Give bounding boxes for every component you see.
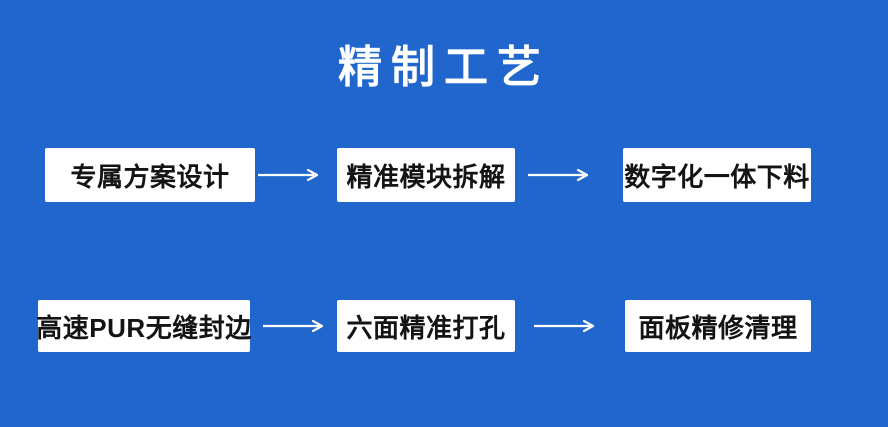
- flow-step-box-finishing: 面板精修清理: [625, 300, 811, 352]
- right-arrow-icon: [528, 169, 589, 181]
- right-arrow-icon: [534, 320, 595, 332]
- flow-step-label: 面板精修清理: [638, 312, 798, 343]
- flow-step-box-edgebanding: 高速PUR无缝封边: [36, 300, 252, 352]
- right-arrow-icon: [263, 320, 324, 332]
- flow-step-box-drilling: 六面精准打孔: [337, 300, 515, 352]
- flow-step-label: 数字化一体下料: [624, 161, 810, 192]
- flow-step-label: 精准模块拆解: [346, 161, 506, 192]
- flow-step-label: 六面精准打孔: [346, 312, 506, 343]
- flow-step-box-cutting: 数字化一体下料: [623, 148, 811, 202]
- flow-step-label: 高速PUR无缝封边: [36, 312, 252, 343]
- diagram-title: 精制工艺: [338, 43, 550, 92]
- right-arrow-icon: [258, 169, 319, 181]
- flow-step-box-module: 精准模块拆解: [337, 148, 515, 202]
- flow-step-label: 专属方案设计: [70, 161, 230, 192]
- flow-step-box-design: 专属方案设计: [45, 148, 255, 202]
